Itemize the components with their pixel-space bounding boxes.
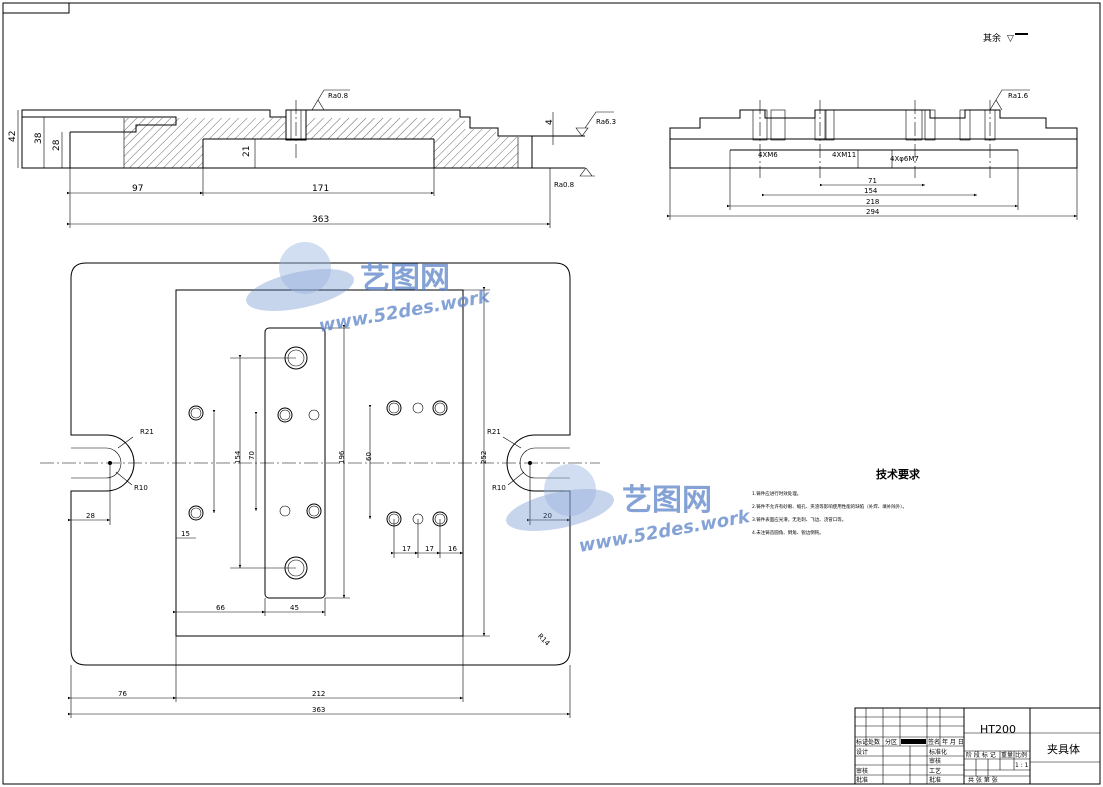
roughness-right: Ra6.3 — [596, 118, 616, 126]
tech-note-4: 4.未注铸造圆角、倒角、锐边倒钝。 — [752, 529, 824, 536]
plan-dim-17b: 17 — [425, 545, 434, 553]
plan-dim-252: 252 — [480, 451, 488, 464]
radius-r21-right: R21 — [487, 428, 501, 436]
plan-dim-20: 20 — [543, 512, 552, 520]
tb-sign: 签名 — [928, 738, 940, 746]
surface-finish-symbol: ▽ — [1007, 34, 1014, 44]
dim-21: 21 — [242, 146, 252, 157]
dim-171: 171 — [312, 184, 329, 194]
side-dim-154: 154 — [864, 187, 878, 195]
watermark-brand-2: 艺图网 — [622, 483, 712, 518]
plan-view: 154 70 196 60 252 R21 R10 R21 R10 R14 28… — [40, 262, 600, 718]
plan-dim-154: 154 — [234, 450, 242, 464]
side-view: 4XM6 4XM11 4Xφ6M7 71 154 218 294 Ra1.6 — [667, 89, 1078, 220]
dim-28: 28 — [52, 139, 62, 151]
tb-standard: 标准化 — [929, 748, 947, 756]
roughness-top: Ra0.8 — [328, 92, 348, 100]
side-hole-c: 4Xφ6M7 — [890, 155, 919, 163]
side-hole-b: 4XM11 — [832, 151, 856, 159]
plan-dim-212: 212 — [312, 690, 325, 698]
tech-note-1: 1.铸件应进行时效处理。 — [752, 490, 801, 497]
side-dim-71: 71 — [868, 177, 877, 185]
plan-dim-17a: 17 — [402, 545, 411, 553]
surface-finish-label: 其余 — [983, 32, 1001, 44]
tb-review: 审核 — [856, 767, 868, 775]
tb-weight: 重量 — [1001, 751, 1013, 759]
tb-check: 审核 — [929, 757, 941, 765]
tb-scale: 比例 — [1015, 751, 1027, 759]
plan-dim-66: 66 — [216, 604, 225, 612]
tb-stage: 阶 段 标 记 — [966, 751, 996, 759]
side-dim-218: 218 — [866, 198, 879, 206]
tb-count: 处数 — [868, 738, 880, 746]
side-dim-294: 294 — [866, 208, 880, 216]
frame-corner-tag — [2, 2, 70, 14]
plan-dim-16: 16 — [448, 545, 457, 553]
tb-material: HT200 — [980, 723, 1016, 736]
tb-date: 年 月 日 — [942, 738, 964, 746]
watermark-brand-1: 艺图网 — [360, 261, 450, 296]
plan-dim-196: 196 — [338, 450, 346, 464]
radius-r10-left: R10 — [134, 484, 148, 492]
plan-dim-45: 45 — [290, 604, 299, 612]
plan-dim-70: 70 — [248, 451, 256, 460]
tb-design: 设计 — [856, 748, 868, 756]
tech-title: 技术要求 — [876, 467, 921, 481]
surface-finish-note: 其余 ▽ — [983, 32, 1028, 44]
radius-r21-left: R21 — [140, 428, 154, 436]
plan-dim-28: 28 — [86, 512, 95, 520]
tb-part-name: 夹具体 — [1047, 742, 1080, 756]
tb-mark: 标记 — [856, 738, 868, 746]
tb-process: 工艺 — [929, 767, 941, 775]
plan-dim-60: 60 — [365, 452, 373, 461]
plan-dim-363: 363 — [312, 706, 325, 714]
tech-note-2: 2.铸件不允许有砂眼、缩孔、夹渣等影响使用性能的缺陷（补焊、填补除外）。 — [752, 503, 907, 510]
dim-42: 42 — [8, 131, 18, 142]
tb-approve: 批准 — [856, 776, 868, 784]
radius-r10-right: R10 — [492, 484, 506, 492]
radius-r14: R14 — [536, 632, 552, 648]
title-block: 标记 处数 分区 签名 年 月 日 设计 标准化 审核 审核 工艺 批准 批准 … — [854, 707, 1101, 785]
side-roughness: Ra1.6 — [1008, 92, 1029, 100]
tb-sheets: 共 张 第 张 — [968, 776, 998, 784]
dim-38: 38 — [34, 132, 44, 144]
section-view: 42 38 28 21 4 97 171 363 Ra0.8 Ra6.3 Ra0… — [8, 89, 616, 228]
tech-note-3: 3.铸件表面应光滑，无毛刺、飞边、浇冒口等。 — [752, 516, 846, 523]
side-hole-a: 4XM6 — [758, 151, 778, 159]
watermark-1: 艺图网 www.52des.work — [246, 242, 492, 337]
dim-4: 4 — [545, 119, 555, 125]
dim-97: 97 — [132, 184, 143, 194]
tb-zone: 分区 — [885, 738, 897, 746]
roughness-bottom: Ra0.8 — [554, 181, 574, 189]
tb-scale-val: 1 : 1 — [1015, 762, 1029, 769]
plan-dim-76: 76 — [118, 690, 127, 698]
dim-363: 363 — [312, 215, 329, 225]
tech-requirements: 技术要求 1.铸件应进行时效处理。 2.铸件不允许有砂眼、缩孔、夹渣等影响使用性… — [752, 467, 921, 536]
plan-dim-15: 15 — [181, 530, 190, 538]
tb-approve-2: 批准 — [929, 776, 941, 784]
